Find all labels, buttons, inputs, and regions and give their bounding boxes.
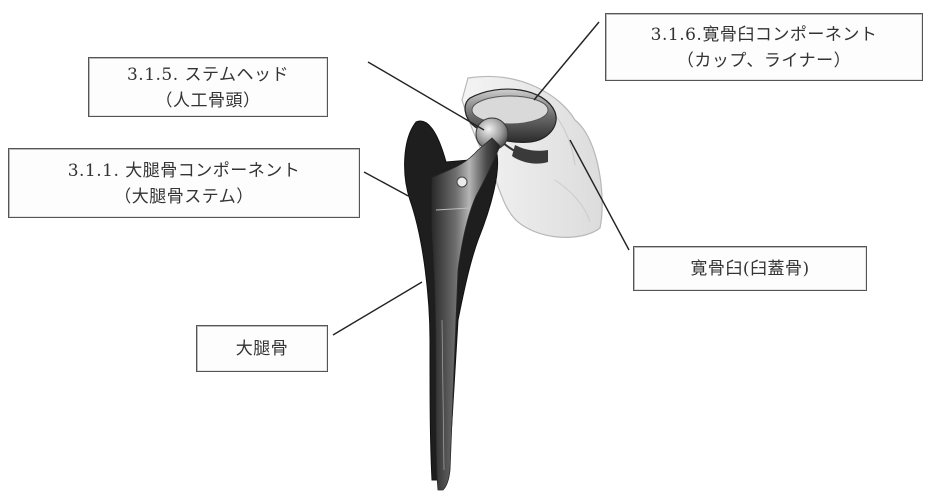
- label-femoral-component-line1: 3.1.1. 大腿骨コンポーネント: [67, 161, 301, 181]
- label-acetabular-component-line1: 3.1.6.寛骨臼コンポーネント: [650, 25, 878, 45]
- label-acetabulum-line1: 寛骨臼(臼蓋骨): [690, 259, 810, 279]
- label-stem-head-line2: （人工骨頭）: [155, 91, 261, 111]
- label-femoral-component-line2: （大腿骨ステム）: [114, 187, 254, 207]
- leader-line-stem-head: [367, 61, 485, 131]
- femoral-stem: [431, 137, 501, 491]
- label-stem-head-line1: 3.1.5. ステムヘッド: [126, 65, 290, 85]
- leader-line-femur: [332, 281, 423, 336]
- leader-lines: [332, 21, 630, 336]
- leader-line-acetabulum: [569, 139, 630, 251]
- label-acetabulum: 寛骨臼(臼蓋骨): [633, 246, 867, 291]
- label-femur-line1: 大腿骨: [235, 339, 289, 359]
- label-acetabular-component-line2: （カップ、ライナー）: [676, 51, 852, 71]
- label-stem-head: 3.1.5. ステムヘッド （人工骨頭）: [88, 57, 328, 117]
- leader-line-acetabular-component: [533, 21, 600, 101]
- label-acetabular-component: 3.1.6.寛骨臼コンポーネント （カップ、ライナー）: [605, 13, 923, 81]
- label-femur: 大腿骨: [196, 325, 328, 372]
- label-femoral-component: 3.1.1. 大腿骨コンポーネント （大腿骨ステム）: [8, 148, 360, 218]
- leader-line-femoral-component: [363, 171, 413, 199]
